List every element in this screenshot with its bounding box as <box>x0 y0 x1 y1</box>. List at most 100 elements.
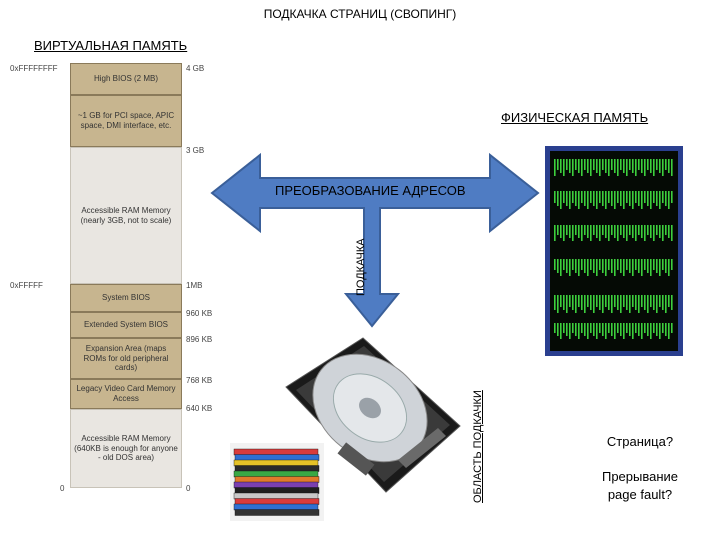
chip-cell <box>614 191 616 209</box>
chip-cell <box>644 323 646 333</box>
chip-cell <box>635 259 637 270</box>
page-fault-label: Прерывание page fault? <box>560 468 720 503</box>
chip-cell <box>596 159 598 173</box>
chip-cell <box>617 191 619 203</box>
chip-cell <box>611 323 613 336</box>
chip-cell <box>668 295 670 307</box>
chip-cell <box>590 295 592 310</box>
chip-cell <box>587 191 589 209</box>
chip-cell <box>638 259 640 273</box>
chip-cell <box>587 225 589 238</box>
floppy-disk <box>233 448 319 456</box>
address-label-top: 0xFFFFFFFF <box>10 64 58 73</box>
chip-cell <box>569 225 571 238</box>
size-label-768kb: 768 KB <box>186 376 213 385</box>
chip-cell <box>593 191 595 206</box>
chip-cell <box>581 259 583 270</box>
memory-segment-accessible-ram-low: Accessible RAM Memory (640KB is enough f… <box>70 409 182 488</box>
chip-cell <box>557 259 559 273</box>
chip-cell <box>578 225 580 238</box>
chip-cell <box>638 323 640 336</box>
page-question: Страница? <box>606 434 674 449</box>
chip-cell <box>632 295 634 307</box>
chip-cell <box>656 225 658 235</box>
memory-segment-extended-bios: Extended System BIOS <box>70 312 182 338</box>
chip-cell <box>644 225 646 241</box>
chip-cell <box>641 159 643 173</box>
chip-cell <box>644 191 646 203</box>
chip-cell <box>584 295 586 313</box>
chip-cell <box>665 159 667 170</box>
address-translation-label: ПРЕОБРАЗОВАНИЕ АДРЕСОВ <box>275 183 466 198</box>
chip-cell <box>563 323 565 333</box>
chip-cell <box>614 323 616 339</box>
chip-cell <box>617 225 619 241</box>
chip-cell <box>584 225 586 235</box>
chip-cell <box>575 159 577 170</box>
chip-cell <box>581 159 583 176</box>
memory-segment-system-bios: System BIOS <box>70 284 182 312</box>
chip-cell <box>650 259 652 276</box>
chip-cell <box>647 159 649 170</box>
chip-cell <box>560 225 562 238</box>
memory-segment-legacy-video: Legacy Video Card Memory Access <box>70 379 182 409</box>
chip-cell <box>572 323 574 333</box>
chip-cell <box>647 225 649 235</box>
chip-cell <box>590 259 592 270</box>
chip-cell <box>644 159 646 176</box>
chip-bands <box>554 159 673 339</box>
chip-cell <box>560 295 562 307</box>
chip-cell <box>581 191 583 203</box>
floppy-disk <box>234 454 320 461</box>
chip-cell <box>605 259 607 276</box>
chip-cell <box>653 295 655 310</box>
chip-cell <box>569 159 571 173</box>
chip-cell <box>626 225 628 241</box>
chip-cell <box>665 259 667 273</box>
floppy-disk <box>234 487 320 494</box>
chip-cell <box>569 259 571 276</box>
chip-cell <box>638 295 640 313</box>
address-label-bottom: 0 <box>60 484 65 493</box>
chip-cell <box>617 323 619 333</box>
chip-cell <box>668 159 670 173</box>
chip-cell <box>566 323 568 336</box>
chip-cell <box>614 225 616 238</box>
chip-cell <box>620 191 622 206</box>
slide-title: ПОДКАЧКА СТРАНИЦ (СВОПИНГ) <box>263 7 457 21</box>
chip-cell <box>593 259 595 273</box>
chip-cell <box>650 159 652 173</box>
chip-cell <box>578 259 580 276</box>
chip-cell <box>608 259 610 270</box>
chip-cell <box>671 225 673 241</box>
chip-cell <box>671 191 673 203</box>
chip-cell <box>590 225 592 241</box>
chip-cell <box>599 191 601 203</box>
chip-cell <box>611 159 613 170</box>
chip-cell <box>656 259 658 273</box>
chip-cell <box>569 191 571 209</box>
chip-cell <box>641 225 643 238</box>
chip-cell <box>665 295 667 313</box>
chip-cell <box>605 323 607 339</box>
chip-cell <box>584 259 586 273</box>
chip-cell <box>554 159 556 176</box>
chip-cell <box>662 191 664 203</box>
chip-cell <box>650 191 652 209</box>
chip-cell <box>620 259 622 273</box>
swap-area-label: ОБЛАСТЬ ПОДКАЧКИ <box>472 390 484 503</box>
chip-cell <box>608 323 610 333</box>
chip-cell <box>653 191 655 203</box>
chip-cell <box>602 191 604 206</box>
chip-cell <box>563 159 565 176</box>
chip-cell <box>569 323 571 339</box>
chip-cell <box>623 295 625 307</box>
chip-cell <box>671 295 673 310</box>
chip-cell <box>596 323 598 339</box>
chip-cell <box>572 159 574 176</box>
chip-cell <box>629 259 631 273</box>
chip-cell <box>557 191 559 206</box>
paging-label: ПОДКАЧКА <box>355 238 367 296</box>
chip-cell <box>572 225 574 241</box>
chip-cell <box>599 259 601 270</box>
